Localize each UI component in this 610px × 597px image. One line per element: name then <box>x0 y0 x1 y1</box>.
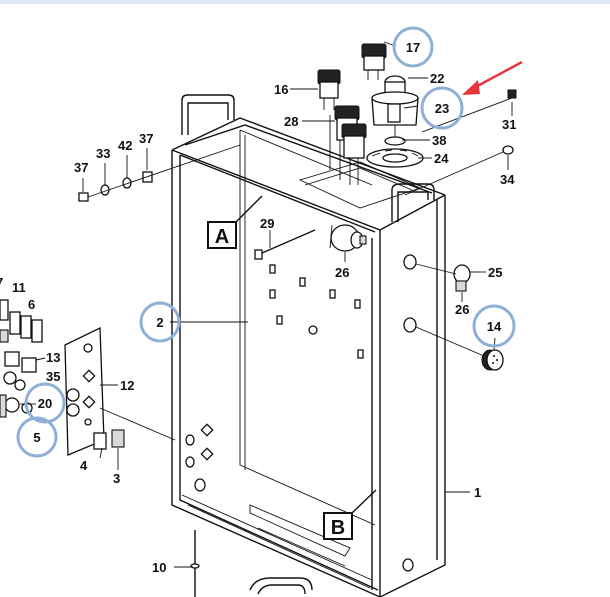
callout-12: 12 <box>120 378 134 393</box>
terminals-6-11 <box>0 299 43 418</box>
callout-38: 38 <box>432 133 446 148</box>
highlight-2[interactable]: 2 <box>139 301 181 343</box>
callout-26-center: 26 <box>335 265 349 280</box>
callout-37-right: 37 <box>139 131 153 146</box>
view-label-A-text: A <box>215 226 229 248</box>
callout-1: 1 <box>474 485 481 500</box>
callout-22: 22 <box>430 71 444 86</box>
washer-38 <box>384 136 406 146</box>
callout-37-left: 37 <box>74 160 88 175</box>
side-knob-25 <box>415 263 471 292</box>
callout-3: 3 <box>113 471 120 486</box>
view-label-B-text: B <box>331 517 345 539</box>
callout-35: 35 <box>46 369 60 384</box>
washer-34 <box>404 145 514 196</box>
callout-6: 6 <box>28 297 35 312</box>
red-pointer-arrow <box>462 60 523 95</box>
switch-16 <box>317 69 341 110</box>
callout-34: 34 <box>500 172 515 187</box>
callout-31: 31 <box>502 117 516 132</box>
screw-29 <box>254 229 316 260</box>
callout-7: 7 <box>0 275 3 290</box>
callout-29: 29 <box>260 216 274 231</box>
highlight-20-text: 20 <box>38 396 52 411</box>
callout-24: 24 <box>434 151 449 166</box>
callout-10: 10 <box>152 560 166 575</box>
switch-group-28 <box>329 105 367 185</box>
highlight-14[interactable]: 14 <box>472 304 516 348</box>
highlight-5-text: 5 <box>33 430 40 445</box>
highlight-17[interactable]: 17 <box>392 26 434 68</box>
leader-lines <box>20 41 513 568</box>
callout-33: 33 <box>96 146 110 161</box>
view-label-A: A <box>207 195 263 249</box>
highlight-20[interactable]: 20 <box>24 382 66 424</box>
callout-42: 42 <box>118 138 132 153</box>
highlight-14-text: 14 <box>487 319 502 334</box>
callout-11: 11 <box>12 280 26 295</box>
buzzer-14 <box>415 326 504 371</box>
top-strip <box>0 0 610 4</box>
potentiometer-26-center <box>329 224 367 252</box>
view-label-B: B <box>323 489 377 540</box>
callout-13: 13 <box>46 350 60 365</box>
highlight-17-text: 17 <box>406 40 420 55</box>
emergency-stop-23 <box>371 75 419 140</box>
rocker-switch-17 <box>361 43 387 80</box>
callout-25: 25 <box>488 265 502 280</box>
callout-labels: 16 22 28 38 24 31 34 29 26 25 26 1 12 13… <box>0 71 516 575</box>
highlight-23-text: 23 <box>435 101 449 116</box>
highlight-2-text: 2 <box>156 315 163 330</box>
side-panel-holes <box>185 254 417 572</box>
cabinet-frame <box>171 94 446 597</box>
relays-3-4 <box>93 429 125 450</box>
highlight-23[interactable]: 23 <box>420 86 464 130</box>
callout-26-side: 26 <box>455 302 469 317</box>
callout-28: 28 <box>284 114 298 129</box>
callout-4: 4 <box>80 458 88 473</box>
highlight-5[interactable]: 5 <box>16 416 58 458</box>
callout-16: 16 <box>274 82 288 97</box>
label-ring-24 <box>366 148 424 168</box>
